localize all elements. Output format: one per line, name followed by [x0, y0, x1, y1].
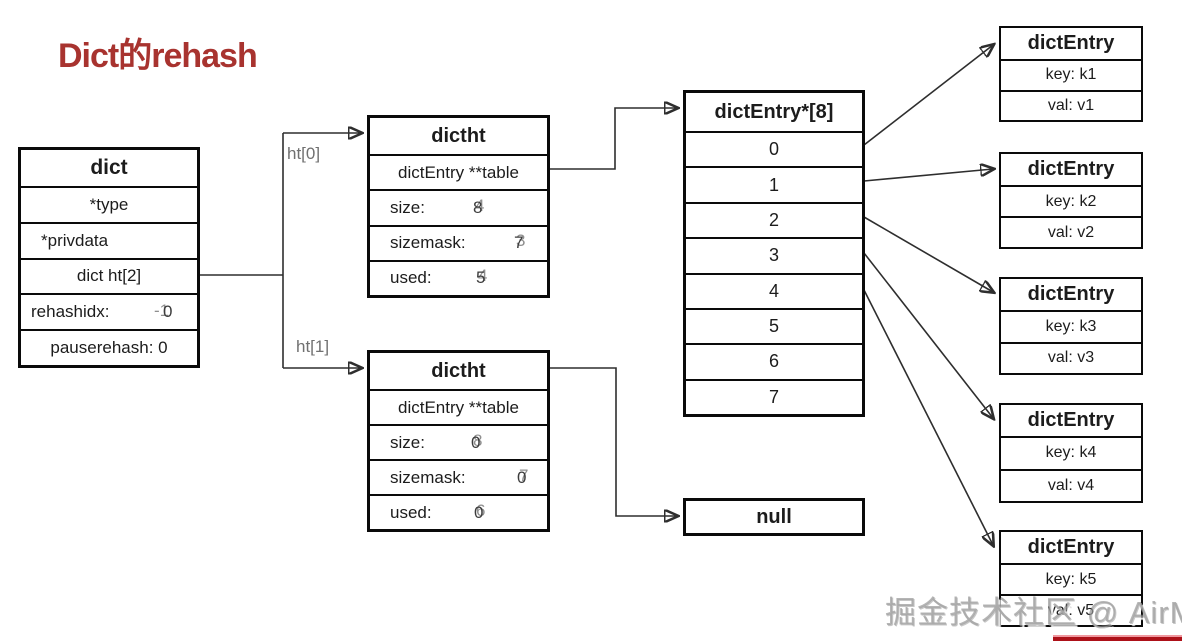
- bucket-slot-0: 0: [686, 133, 862, 169]
- rehashidx-value: -1 0: [154, 301, 173, 322]
- entry-val: val: v4: [1047, 476, 1095, 494]
- dict-entry-k3: dictEntry key: k3 val: v3: [999, 277, 1143, 375]
- size-label: size:: [390, 432, 425, 452]
- used-value: 4 5: [476, 266, 488, 288]
- rehashidx-label: rehashidx:: [31, 302, 110, 322]
- entry-key: key: k1: [1001, 61, 1141, 92]
- arrow-slot1-to-entry2: [863, 169, 993, 182]
- size-value: 4 8: [473, 195, 485, 218]
- entry-val: val: v5: [1047, 601, 1095, 619]
- size-main-value: 8: [473, 197, 483, 217]
- bucket-slot-5: 5: [686, 310, 862, 346]
- entry-header: dictEntry: [1001, 154, 1141, 187]
- used-main-value: 5: [476, 268, 486, 288]
- sizemask-main-value: 7: [514, 233, 524, 253]
- dictht0-sizemask-row: sizemask: 3 7: [370, 227, 547, 262]
- dictht0-header: dictht: [370, 118, 547, 156]
- entry-val: val: v2: [1047, 223, 1095, 241]
- used-label: used:: [390, 502, 432, 522]
- size-ghost-value: 4: [475, 195, 485, 215]
- watermark-text: 掘金技术社区 @ AirMan: [886, 596, 1182, 631]
- size-ghost-value: 8: [473, 430, 483, 450]
- dict-entry-k4: dictEntry key: k4 val: v4: [999, 403, 1143, 503]
- rehashidx-main-value: 0: [163, 302, 173, 322]
- size-value: 8 0: [471, 430, 483, 453]
- dictht1-table-row: dictEntry **table: [370, 391, 547, 426]
- arrow-slot4-to-entry5: [863, 289, 993, 545]
- bucket-slot-1: 1: [686, 168, 862, 204]
- rehashidx-ghost-value: -1: [154, 301, 170, 321]
- dictht0-size-row: size: 4 8: [370, 191, 547, 227]
- size-main-value: 0: [471, 432, 481, 452]
- size-label: size:: [390, 197, 425, 217]
- used-ghost-value: 4: [478, 266, 488, 286]
- dictht1-box: dictht dictEntry **table size: 8 0 sizem…: [367, 350, 550, 532]
- dict-header: dict: [21, 150, 197, 188]
- used-main-value: 0: [474, 502, 484, 522]
- arrow-ht1-to-null: [550, 367, 677, 516]
- entry-val: val: v3: [1047, 349, 1095, 367]
- dict-struct-box: dict *type *privdata dict ht[2] rehashid…: [18, 147, 200, 368]
- dictht0-table-row: dictEntry **table: [370, 156, 547, 192]
- entry-key: key: k4: [1001, 438, 1141, 471]
- entry-header: dictEntry: [1001, 28, 1141, 61]
- dict-row-rehashidx: rehashidx: -1 0: [21, 295, 197, 332]
- dictht1-used-row: used: 6 0: [370, 496, 547, 529]
- used-value: 6 0: [474, 500, 486, 523]
- arrow-table-to-array: [549, 108, 677, 170]
- dictht1-size-row: size: 8 0: [370, 426, 547, 461]
- entry-header: dictEntry: [1001, 405, 1141, 438]
- dictht1-header: dictht: [370, 353, 547, 391]
- bucket-array-header: dictEntry*[8]: [686, 93, 862, 133]
- entry-header: dictEntry: [1001, 279, 1141, 312]
- bucket-array-box: dictEntry*[8] 0 1 2 3 4 5 6 7: [683, 90, 865, 417]
- dict-row-pauserehash: pauserehash: 0: [50, 338, 168, 358]
- red-bar-decoration: [1053, 635, 1182, 641]
- dictht1-sizemask-row: sizemask: 7 0: [370, 461, 547, 496]
- dict-row-type: *type: [21, 188, 197, 224]
- dict-row-privdata: *privdata: [21, 224, 197, 260]
- arrow-slot0-to-entry1: [863, 45, 993, 146]
- entry-key: key: k2: [1001, 187, 1141, 218]
- bucket-slot-7: 7: [768, 386, 779, 407]
- arrow-slot2-to-entry3: [863, 216, 993, 292]
- null-label: null: [756, 505, 792, 528]
- sizemask-value: 7 0: [517, 465, 529, 488]
- dict-entry-k5: dictEntry key: k5 val: v5: [999, 530, 1143, 627]
- bucket-slot-3: 3: [686, 239, 862, 275]
- sizemask-value: 3 7: [514, 231, 526, 253]
- sizemask-main-value: 0: [517, 467, 527, 487]
- dictht0-used-row: used: 4 5: [370, 262, 547, 295]
- used-label: used:: [390, 268, 432, 288]
- entry-key: key: k5: [1001, 565, 1141, 596]
- dict-row-ht2: dict ht[2]: [21, 260, 197, 296]
- ht1-pointer-label: ht[1]: [296, 337, 330, 356]
- dictht0-box: dictht dictEntry **table size: 4 8 sizem…: [367, 115, 550, 298]
- sizemask-ghost-value: 7: [519, 465, 529, 485]
- bucket-slot-6: 6: [686, 345, 862, 381]
- sizemask-label: sizemask:: [390, 233, 466, 253]
- dict-entry-k2: dictEntry key: k2 val: v2: [999, 152, 1143, 249]
- null-box: null: [683, 498, 865, 536]
- bucket-slot-4: 4: [686, 275, 862, 310]
- entry-header: dictEntry: [1001, 532, 1141, 565]
- arrow-slot3-to-entry4: [863, 252, 993, 418]
- entry-val: val: v1: [1047, 96, 1095, 114]
- ht0-pointer-label: ht[0]: [287, 144, 321, 163]
- used-ghost-value: 6: [476, 500, 486, 520]
- entry-key: key: k3: [1001, 312, 1141, 344]
- page-title: Dict的rehash: [58, 37, 258, 75]
- sizemask-label: sizemask:: [390, 467, 466, 487]
- bucket-slot-2: 2: [686, 204, 862, 240]
- dict-entry-k1: dictEntry key: k1 val: v1: [999, 26, 1143, 122]
- sizemask-ghost-value: 3: [516, 231, 526, 251]
